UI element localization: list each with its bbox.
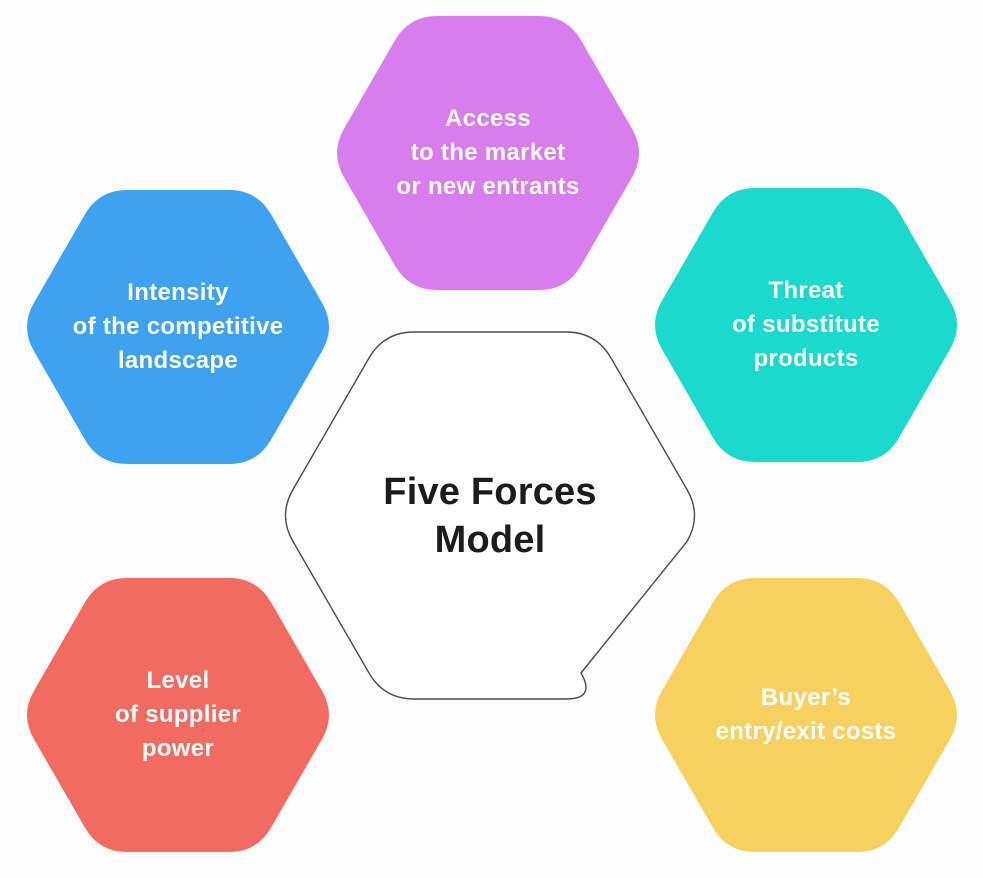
hexagon-fill [27, 578, 329, 852]
hexagon-shape [655, 188, 957, 462]
hexagon-shape [27, 578, 329, 852]
hexagon-fill [337, 16, 639, 290]
hexagon-center-title: Five Forces Model [278, 331, 702, 700]
hexagon-access-to-market: Access to the market or new entrants [330, 16, 646, 290]
hexagon-shape [284, 331, 696, 700]
hexagon-shape [337, 16, 639, 290]
hexagon-shape [27, 190, 329, 464]
hexagon-fill [655, 578, 957, 852]
hexagon-fill [27, 190, 329, 464]
hexagon-outline [284, 331, 696, 700]
hexagon-fill [655, 188, 957, 462]
hexagon-shape [655, 578, 957, 852]
